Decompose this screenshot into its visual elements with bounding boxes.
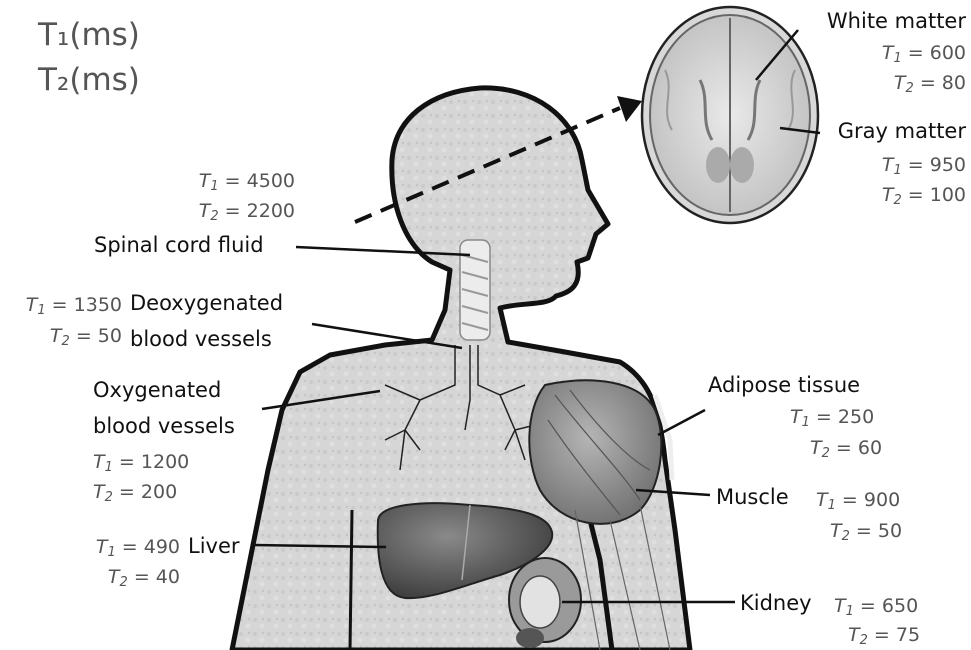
kidney-t1: T1 = 650 [834, 593, 918, 620]
adipose-tissue-label: Adipose tissue [708, 372, 860, 399]
muscle-t1: T1 = 900 [816, 487, 900, 514]
deoxygenated-blood-label-line2: blood vessels [130, 326, 272, 353]
muscle-label: Muscle [716, 484, 789, 511]
gray-matter-label: Gray matter [800, 118, 966, 145]
adipose-tissue-t2: T2 = 60 [810, 435, 882, 462]
spinal-cord-fluid-t2: T2 = 2200 [140, 198, 295, 225]
oxygenated-blood-t1: T1 = 1200 [93, 449, 189, 476]
torso-center-line [350, 510, 352, 650]
liver-t1: T1 = 490 [40, 534, 180, 561]
arrow-head [617, 96, 642, 122]
legend-t2-units: T₂(ms) [38, 61, 140, 100]
white-matter-label: White matter [770, 8, 966, 35]
spinal-cord-fluid-label: Spinal cord fluid [94, 232, 264, 259]
gray-matter-t2: T2 = 100 [820, 182, 966, 209]
deoxygenated-blood-label-line1: Deoxygenated [130, 290, 283, 317]
deoxygenated-blood-t2: T2 = 50 [0, 323, 122, 350]
legend-t1-units: T₁(ms) [38, 16, 140, 55]
kidney-t2: T2 = 75 [848, 622, 920, 649]
spinal-cord-fluid-t1: T1 = 4500 [140, 168, 295, 195]
muscle-t2: T2 = 50 [830, 518, 902, 545]
white-matter-t2: T2 = 80 [820, 70, 966, 97]
kidney-label: Kidney [740, 590, 812, 617]
liver-label: Liver [188, 533, 240, 560]
white-matter-t1: T1 = 600 [820, 40, 966, 67]
oxygenated-blood-label-line2: blood vessels [93, 413, 235, 440]
liver-t2: T2 = 40 [40, 564, 180, 591]
oxygenated-blood-label-line1: Oxygenated [93, 377, 221, 404]
gray-matter-t1: T1 = 950 [820, 152, 966, 179]
oxygenated-blood-t2: T2 = 200 [93, 479, 177, 506]
deoxygenated-blood-t1: T1 = 1350 [0, 292, 122, 319]
adipose-tissue-t1: T1 = 250 [790, 404, 874, 431]
